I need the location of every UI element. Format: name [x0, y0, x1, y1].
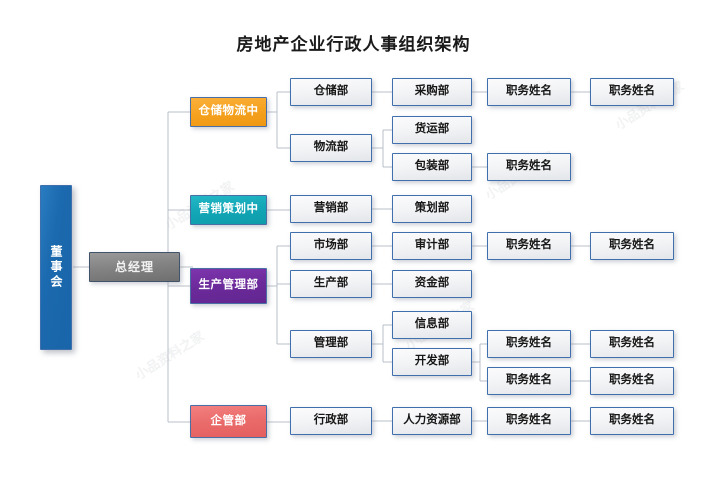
node-production-dept[interactable]: 生产部 — [290, 270, 372, 298]
node-purchasing-dept[interactable]: 采购部 — [392, 78, 472, 106]
node-human-resources-dept[interactable]: 人力资源部 — [392, 407, 472, 435]
node-board-of-directors[interactable]: 董事会 — [40, 185, 72, 350]
page-title: 房地产企业行政人事组织架构 — [236, 35, 471, 54]
node-position-name[interactable]: 职务姓名 — [590, 78, 674, 106]
node-administration-dept[interactable]: 行政部 — [290, 407, 372, 435]
node-position-name[interactable]: 职务姓名 — [487, 330, 571, 358]
node-audit-dept[interactable]: 审计部 — [392, 232, 472, 260]
node-logistics-dept[interactable]: 物流部 — [290, 134, 372, 162]
watermark: 小品资料之家 — [132, 328, 207, 383]
node-position-name[interactable]: 职务姓名 — [487, 78, 571, 106]
node-warehouse-dept[interactable]: 仓储部 — [290, 78, 372, 106]
node-position-name[interactable]: 职务姓名 — [487, 407, 571, 435]
node-planning-dept[interactable]: 策划部 — [392, 195, 472, 223]
node-packaging-dept[interactable]: 包装部 — [392, 153, 472, 181]
node-position-name[interactable]: 职务姓名 — [590, 367, 674, 395]
node-division-marketing-planning-center[interactable]: 营销策划中 — [190, 195, 267, 225]
node-position-name[interactable]: 职务姓名 — [487, 367, 571, 395]
node-position-name[interactable]: 职务姓名 — [590, 330, 674, 358]
node-general-manager[interactable]: 总经理 — [89, 252, 180, 282]
node-position-name[interactable]: 职务姓名 — [487, 232, 571, 260]
node-development-dept[interactable]: 开发部 — [392, 348, 472, 376]
node-position-name[interactable]: 职务姓名 — [590, 407, 674, 435]
node-information-dept[interactable]: 信息部 — [392, 311, 472, 339]
node-finance-dept[interactable]: 资金部 — [392, 270, 472, 298]
node-marketing-dept[interactable]: 营销部 — [290, 195, 372, 223]
node-division-enterprise-management[interactable]: 企管部 — [190, 405, 267, 438]
node-division-production-management[interactable]: 生产管理部 — [190, 268, 267, 304]
node-position-name[interactable]: 职务姓名 — [590, 232, 674, 260]
node-management-dept[interactable]: 管理部 — [290, 330, 372, 358]
node-market-dept[interactable]: 市场部 — [290, 232, 372, 260]
node-division-warehouse-logistics-center[interactable]: 仓储物流中 — [190, 97, 267, 127]
node-position-name[interactable]: 职务姓名 — [487, 153, 571, 181]
node-freight-dept[interactable]: 货运部 — [392, 116, 472, 144]
